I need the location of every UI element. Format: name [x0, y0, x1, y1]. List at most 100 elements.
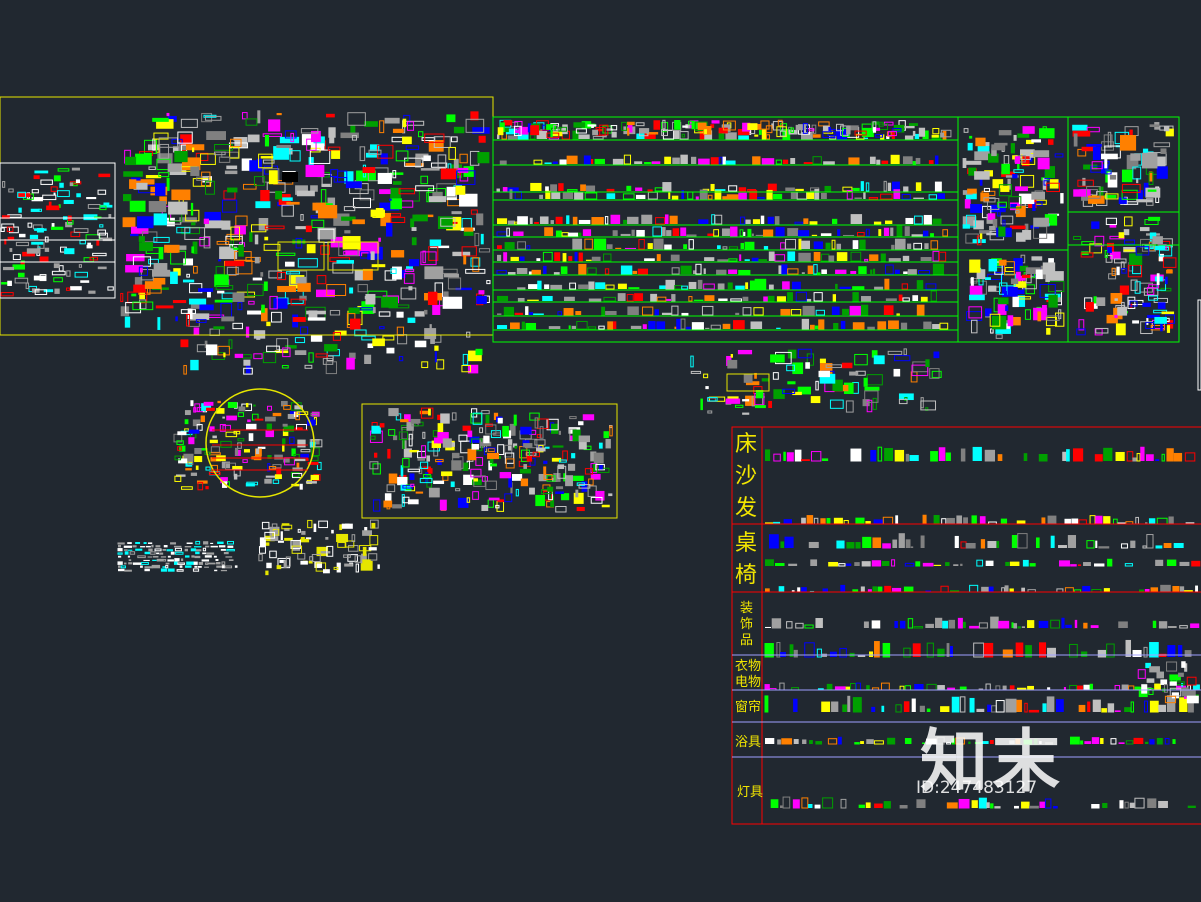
- cad-block: [809, 221, 818, 225]
- cad-block: [352, 197, 372, 209]
- cad-block: [606, 128, 614, 131]
- cad-block: [380, 153, 388, 165]
- cad-block: [167, 163, 182, 172]
- cad-block: [988, 153, 999, 163]
- cad-block: [888, 320, 899, 329]
- cad-block: [170, 271, 178, 285]
- cad-block: [770, 707, 780, 712]
- cad-block: [463, 255, 467, 265]
- cad-block: [1000, 518, 1008, 524]
- cad-block: [595, 282, 606, 289]
- cad-block: [1142, 302, 1151, 307]
- cad-block: [869, 183, 874, 191]
- cad-block: [753, 307, 764, 316]
- cad-block: [755, 234, 764, 236]
- cad-block: [553, 272, 560, 275]
- cad-block: [1030, 537, 1035, 548]
- cad-block: [924, 243, 929, 249]
- cad-block: [155, 305, 174, 309]
- cad-block: [300, 560, 308, 565]
- cad-block: [590, 473, 601, 480]
- cad-block: [862, 684, 864, 690]
- cad-block: [365, 293, 376, 305]
- cad-block: [140, 546, 146, 548]
- cad-block: [428, 408, 431, 416]
- cad-block: [842, 704, 847, 712]
- cad-block: [300, 326, 309, 335]
- cad-block: [529, 217, 533, 224]
- cad-block: [802, 123, 808, 134]
- cad-block: [907, 269, 917, 275]
- cad-block: [435, 458, 444, 463]
- cad-block: [265, 429, 275, 438]
- cad-block: [880, 682, 890, 691]
- cad-block: [562, 192, 574, 199]
- cad-block: [783, 708, 792, 712]
- cad-block: [595, 229, 603, 236]
- cad-block: [384, 117, 400, 124]
- cad-block: [347, 545, 359, 552]
- cad-block: [543, 460, 548, 464]
- cad-block: [970, 204, 983, 213]
- cad-block: [497, 254, 502, 261]
- cad-block: [1003, 540, 1010, 548]
- cad-block: [1069, 736, 1080, 745]
- cad-block: [768, 534, 779, 549]
- cad-block: [654, 187, 664, 192]
- cad-block: [761, 378, 769, 382]
- cad-block: [1116, 266, 1120, 276]
- cad-block: [937, 292, 948, 301]
- cad-block: [627, 124, 633, 133]
- cad-block: [424, 328, 437, 340]
- cad-block: [502, 187, 508, 192]
- cad-block: [980, 192, 990, 202]
- cad-block: [846, 542, 855, 549]
- cad-block: [931, 134, 939, 138]
- cad-block: [1072, 448, 1084, 462]
- cad-block: [275, 190, 282, 200]
- cad-block: [1156, 273, 1160, 286]
- cad-block: [50, 226, 64, 230]
- cad-block: [1155, 545, 1163, 549]
- cad-block: [260, 272, 264, 277]
- cad-block: [958, 798, 970, 809]
- cad-block: [1030, 458, 1035, 461]
- cad-block: [324, 344, 338, 352]
- cad-block: [514, 130, 524, 134]
- cad-block: [497, 283, 507, 289]
- cad-block: [681, 220, 692, 224]
- cad-block: [1067, 535, 1077, 548]
- cad-block: [825, 242, 831, 249]
- cad-block: [787, 251, 796, 261]
- cad-block: [855, 682, 861, 691]
- cad-block: [674, 326, 677, 329]
- cad-block: [1032, 202, 1036, 212]
- cad-block: [230, 569, 233, 571]
- cad-block: [647, 189, 653, 192]
- cad-block: [98, 232, 108, 239]
- cad-block: [1146, 678, 1155, 683]
- cad-block: [320, 245, 330, 255]
- cad-block: [361, 242, 380, 254]
- cad-block: [1011, 622, 1014, 628]
- cad-block: [713, 229, 720, 237]
- cad-block: [747, 228, 752, 237]
- cad-block: [627, 216, 639, 224]
- cad-block: [174, 558, 180, 562]
- cad-block: [1025, 284, 1035, 295]
- cad-block: [664, 214, 669, 224]
- cad-block: [643, 280, 651, 289]
- cad-block: [304, 364, 313, 369]
- cad-block: [949, 590, 960, 592]
- cad-block: [306, 419, 316, 426]
- cad-block: [226, 415, 238, 421]
- cad-block: [976, 269, 986, 280]
- cad-block: [824, 185, 832, 192]
- cad-block: [535, 447, 546, 452]
- cad-block: [357, 284, 368, 293]
- cad-block: [230, 138, 242, 148]
- cad-block: [772, 372, 779, 380]
- cad-block: [765, 522, 774, 524]
